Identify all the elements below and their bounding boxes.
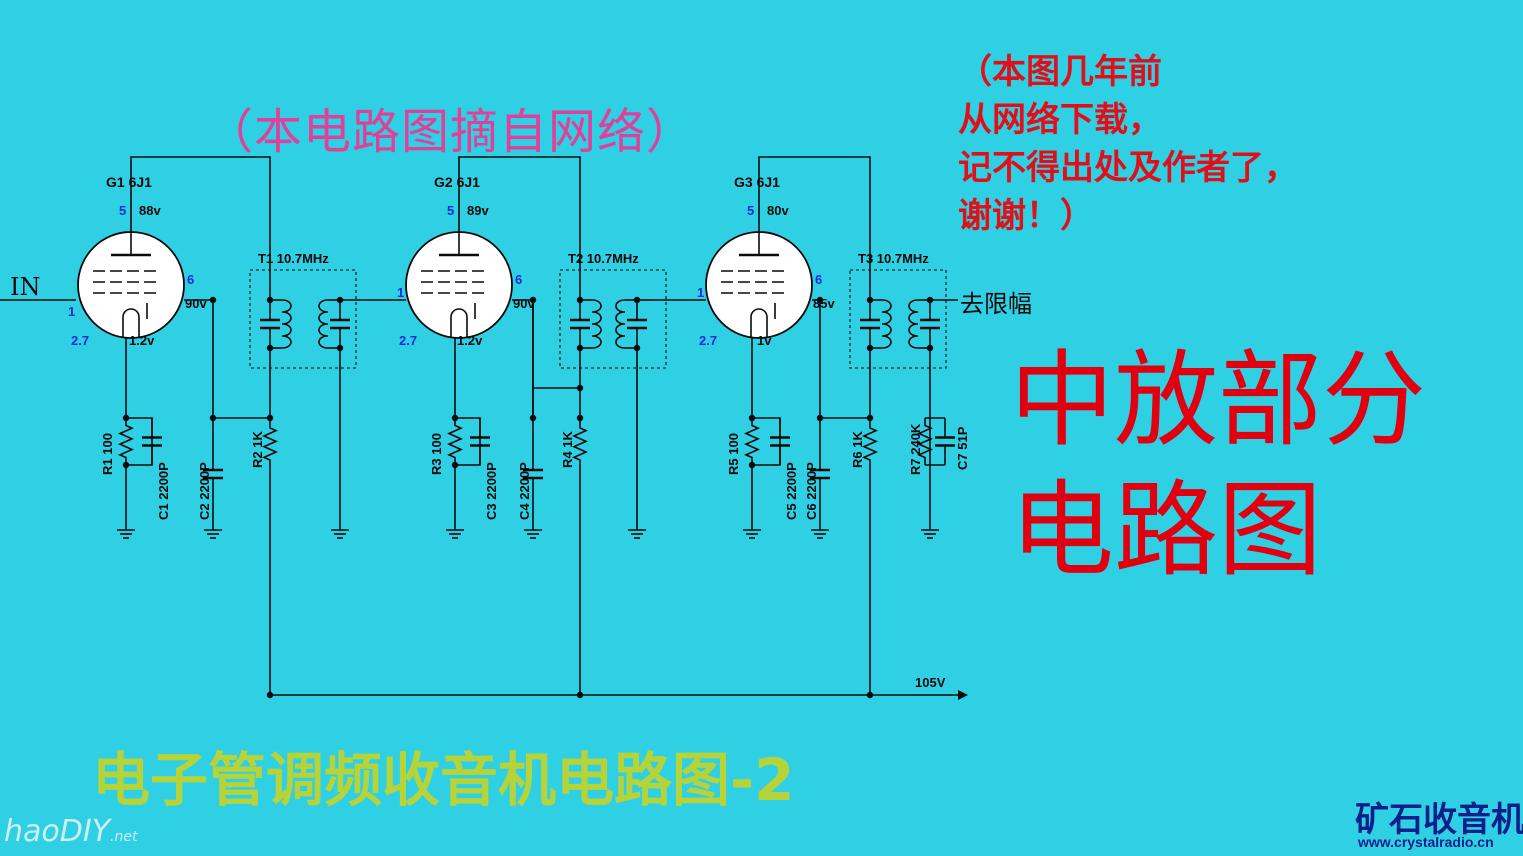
cathode-bypass-wire: [126, 417, 153, 466]
input-label: IN: [10, 273, 40, 301]
transformer-primary: [281, 299, 292, 349]
load-resistor: [917, 418, 933, 465]
voltage-label: 90v: [185, 296, 207, 311]
voltage-label: 1.2v: [457, 333, 483, 348]
voltage-label: 89v: [467, 203, 489, 218]
junction-dot: [576, 384, 584, 392]
section-title-line: 电路图: [1010, 469, 1323, 591]
part-label: R7 240K: [908, 423, 923, 475]
transformer-secondary: [908, 299, 919, 349]
watermark-haodiy-suffix: .net: [110, 829, 138, 845]
part-label: R4 1K: [560, 431, 575, 468]
watermark-crystalradio-name: 矿石收音机: [1355, 800, 1523, 840]
ground-symbol: [446, 529, 464, 539]
plate-wire: [130, 156, 271, 300]
transformer-can: [849, 269, 947, 369]
section-title: 中放部分 电路图: [1010, 335, 1426, 595]
tube-label: G3 6J1: [734, 174, 780, 190]
voltage-label: 1v: [757, 333, 772, 348]
watermark-haodiy-text: haoDIY: [4, 814, 111, 849]
pin-number: 1: [397, 285, 404, 300]
voltage-label: 88v: [139, 203, 161, 218]
pin-number: 6: [187, 272, 194, 287]
supply-resistor: [262, 418, 278, 470]
transformer-primary: [881, 299, 892, 349]
part-label: C2 2200P: [197, 462, 212, 520]
tube-cathode: [750, 308, 768, 338]
ground-symbol: [331, 529, 349, 539]
tube-label: G1 6J1: [106, 174, 152, 190]
transformer-label: T2 10.7MHz: [568, 251, 639, 266]
cathode-bypass-wire: [752, 417, 781, 466]
part-label: C6 2200P: [804, 462, 819, 520]
watermark-crystalradio-url: www.crystalradio.cn: [1358, 834, 1494, 850]
cathode-bypass-wire: [455, 417, 481, 466]
tube-label: G2 6J1: [434, 174, 480, 190]
attribution-line: 谢谢！）: [958, 196, 1094, 236]
part-label: R3 100: [429, 433, 444, 475]
ground-symbol: [921, 529, 939, 539]
ground-symbol: [204, 529, 222, 539]
voltage-label: 85v: [813, 296, 835, 311]
attribution-note: （本图几年前 从网络下载， 记不得出处及作者了， 谢谢！）: [958, 48, 1298, 240]
ground-symbol: [628, 529, 646, 539]
part-label: R2 1K: [250, 431, 265, 468]
transformer-primary: [591, 299, 602, 349]
part-label: C1 2200P: [156, 462, 171, 520]
part-label: R5 100: [726, 433, 741, 475]
voltage-label: 80v: [767, 203, 789, 218]
pin-number: 5: [747, 203, 754, 218]
ground-symbol: [743, 529, 761, 539]
pin-number: 2.7: [399, 333, 417, 348]
plate-wire: [758, 156, 871, 300]
voltage-label: 1.2v: [129, 333, 155, 348]
transformer-label: T1 10.7MHz: [258, 251, 329, 266]
transformer-label: T3 10.7MHz: [858, 251, 929, 266]
pin-number: 2.7: [699, 333, 717, 348]
watermark-haodiy: haoDIY.net: [4, 814, 137, 849]
cathode-resistor: [744, 418, 760, 465]
pin-number: 6: [515, 272, 522, 287]
supply-arrow: [958, 690, 968, 700]
ground-symbol: [117, 529, 135, 539]
pin-number: 2.7: [71, 333, 89, 348]
part-label: C7 51P: [955, 426, 970, 470]
attribution-line: （本图几年前: [958, 52, 1162, 92]
cathode-resistor: [118, 418, 134, 465]
transformer-secondary: [615, 299, 626, 349]
output-label: 去限幅: [960, 290, 1032, 318]
tube-cathode: [450, 308, 468, 338]
part-label: R1 100: [100, 433, 115, 475]
pin-number: 1: [68, 304, 75, 319]
cathode-resistor: [447, 418, 463, 465]
pin-number: 6: [815, 272, 822, 287]
tube-cathode: [122, 308, 140, 338]
pin-number: 5: [119, 203, 126, 218]
ground-symbol: [811, 529, 829, 539]
supply-label: 105V: [915, 675, 946, 690]
part-label: C5 2200P: [784, 462, 799, 520]
pin-number: 1: [697, 285, 704, 300]
part-label: C4 2200P: [517, 462, 532, 520]
section-title-line: 中放部分: [1010, 339, 1427, 461]
pin-number: 5: [447, 203, 454, 218]
source-note: （本电路图摘自网络）: [205, 104, 696, 160]
part-label: C3 2200P: [484, 462, 499, 520]
attribution-line: 从网络下载，: [958, 100, 1162, 140]
part-label: R6 1K: [850, 431, 865, 468]
ground-symbol: [524, 529, 542, 539]
page-title: 电子管调频收音机电路图-2: [92, 746, 795, 814]
transformer-secondary: [318, 299, 329, 349]
supply-resistor: [862, 418, 878, 470]
attribution-line: 记不得出处及作者了，: [958, 148, 1298, 188]
supply-resistor: [572, 418, 588, 470]
plate-wire: [458, 156, 581, 300]
